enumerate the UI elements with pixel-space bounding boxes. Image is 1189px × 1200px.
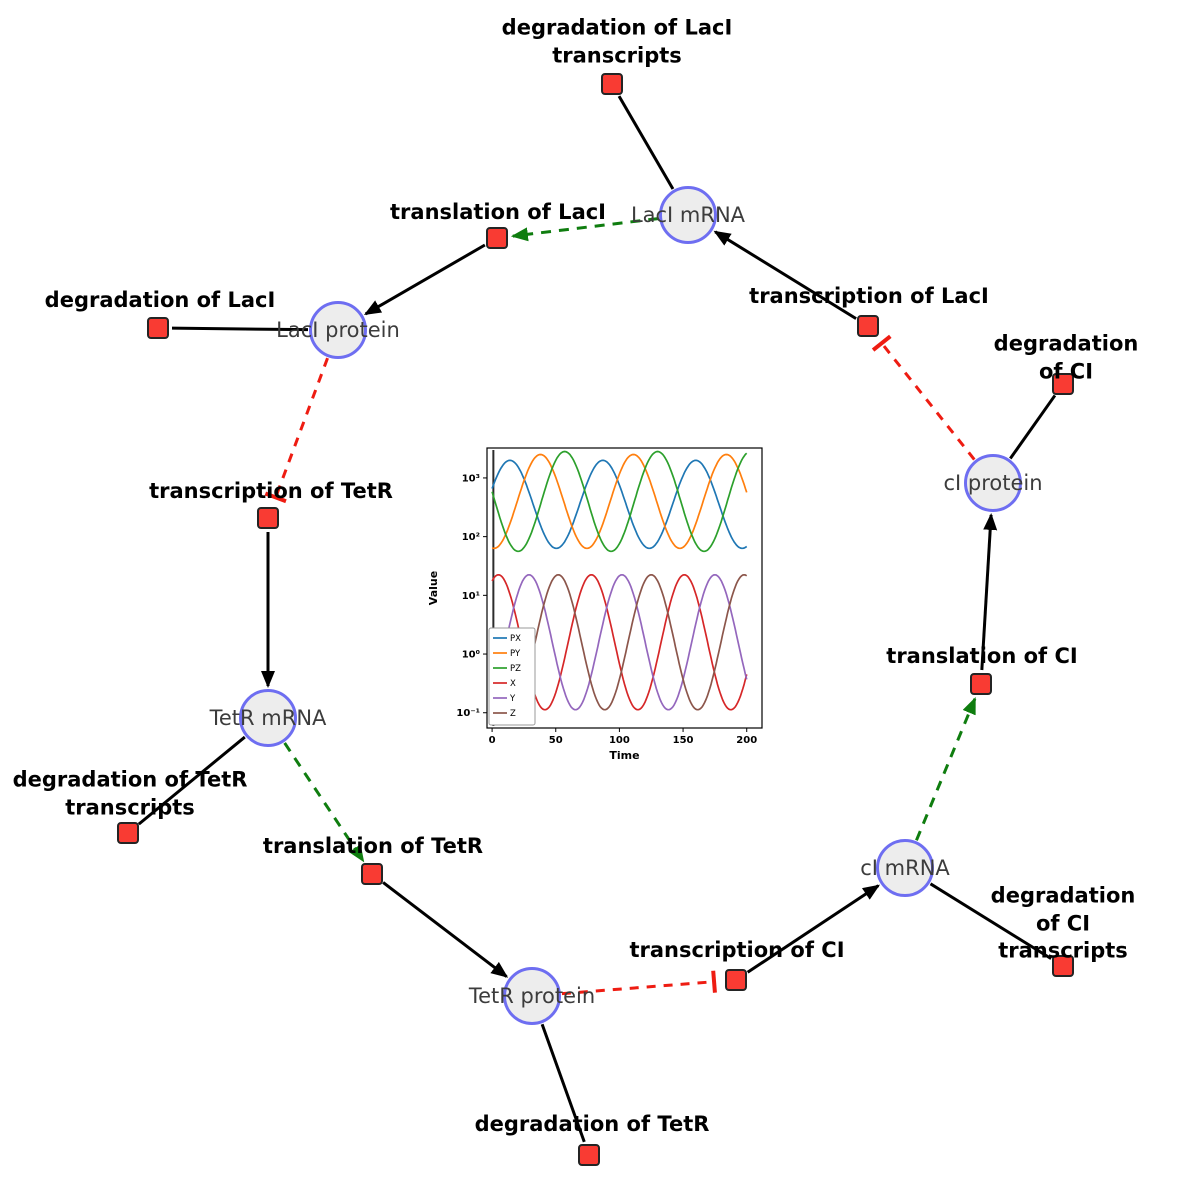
y-tick-label: 10² — [462, 532, 480, 543]
edge-modifier-tetr-mrna-translation-tetr — [283, 742, 365, 863]
edge-inhibition-tetr-protein-transcription-ci — [561, 980, 715, 996]
x-tick-label: 150 — [673, 735, 694, 746]
edge-arrow-translation-tetr-tetr-protein — [382, 881, 509, 978]
x-tick-label: 0 — [489, 735, 496, 746]
species-node-laci-protein[interactable] — [309, 301, 367, 359]
legend-label-px: PX — [510, 634, 521, 644]
edge-plain-ci-protein-deg-ci — [1009, 394, 1057, 460]
legend-label-x: X — [510, 679, 516, 689]
edge-modifier-laci-mrna-translation-laci — [510, 217, 659, 242]
reaction-node-translation-ci[interactable] — [970, 673, 992, 695]
reaction-node-deg-tetr[interactable] — [578, 1144, 600, 1166]
y-tick-label: 10⁰ — [462, 650, 480, 661]
series-y — [491, 573, 748, 711]
edge-inhibition-ci-protein-transcription-laci-tbar — [871, 334, 892, 352]
edge-arrow-transcription-laci-laci-mrna — [713, 230, 857, 320]
edge-inhibition-laci-protein-transcription-tetr-tbar — [264, 491, 287, 504]
edge-inhibition-ci-protein-transcription-laci — [880, 342, 976, 461]
species-node-tetr-mrna[interactable] — [239, 689, 297, 747]
legend-label-py: PY — [510, 649, 521, 659]
edge-inhibition-tetr-protein-transcription-ci-tbar — [711, 970, 717, 993]
edge-plain-ci-mrna-deg-ci-transcripts — [929, 882, 1052, 960]
species-node-ci-mrna[interactable] — [876, 839, 934, 897]
reaction-node-transcription-ci[interactable] — [725, 969, 747, 991]
x-tick-label: 50 — [549, 735, 563, 746]
legend-label-pz: PZ — [510, 664, 521, 674]
species-node-tetr-protein[interactable] — [503, 967, 561, 1025]
edge-modifier-ci-mrna-translation-ci — [915, 696, 977, 841]
legend-label-y: Y — [509, 694, 516, 704]
edge-plain-laci-mrna-deg-laci-transcripts — [617, 95, 675, 190]
reaction-node-deg-laci-transcripts[interactable] — [601, 73, 623, 95]
reaction-node-transcription-tetr[interactable] — [257, 507, 279, 529]
y-tick-label: 10³ — [462, 473, 480, 484]
edge-plain-laci-protein-deg-laci — [171, 326, 309, 332]
legend-label-z: Z — [510, 709, 516, 719]
reaction-node-translation-tetr[interactable] — [361, 863, 383, 885]
x-tick-label: 100 — [609, 735, 630, 746]
edge-arrow-translation-ci-ci-protein — [980, 512, 998, 671]
species-node-ci-protein[interactable] — [964, 454, 1022, 512]
x-axis-label: Time — [609, 749, 639, 762]
reaction-node-deg-tetr-transcripts[interactable] — [117, 822, 139, 844]
reaction-node-deg-ci-transcripts[interactable] — [1052, 955, 1074, 977]
edge-arrow-transcription-ci-ci-mrna — [746, 884, 880, 974]
series-px — [491, 459, 748, 550]
edge-plain-tetr-mrna-deg-tetr-transcripts — [137, 735, 246, 826]
y-tick-label: 10¹ — [462, 591, 480, 602]
edge-arrow-translation-laci-laci-protein — [363, 243, 486, 316]
edge-inhibition-laci-protein-transcription-tetr — [274, 357, 329, 498]
series-pz — [491, 450, 748, 553]
species-node-laci-mrna[interactable] — [659, 186, 717, 244]
reaction-node-deg-ci[interactable] — [1052, 373, 1074, 395]
y-axis-label: Value — [427, 571, 440, 605]
edge-plain-tetr-protein-deg-tetr — [540, 1023, 586, 1143]
series-py — [491, 453, 748, 550]
reaction-node-transcription-laci[interactable] — [857, 315, 879, 337]
reaction-node-deg-laci[interactable] — [147, 317, 169, 339]
y-tick-label: 10⁻¹ — [456, 708, 480, 719]
x-tick-label: 200 — [736, 735, 757, 746]
reaction-node-translation-laci[interactable] — [486, 227, 508, 249]
